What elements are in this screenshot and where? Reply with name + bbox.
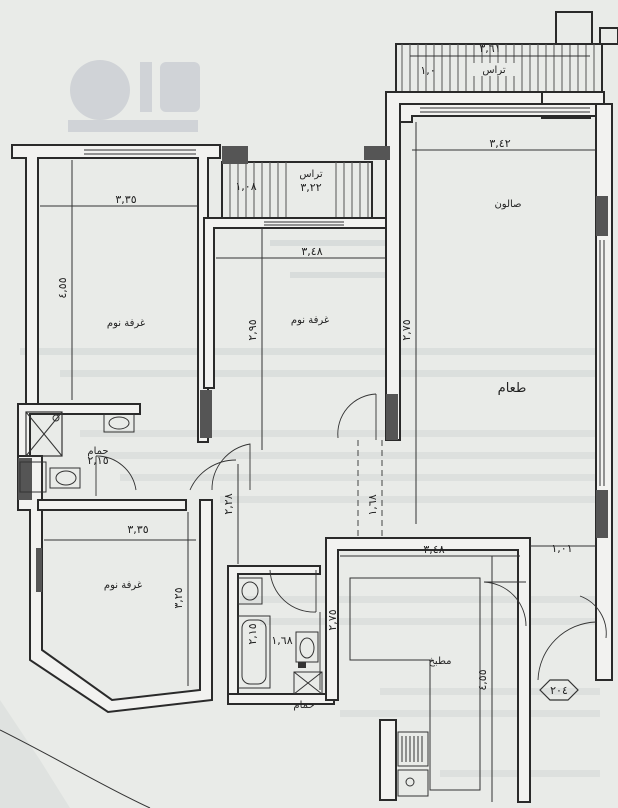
- bath-1-label: حمام: [87, 446, 108, 457]
- bath-2-size: ٢,١٥: [246, 623, 259, 644]
- bedroom-3-depth: ٣,٢٥: [172, 587, 185, 608]
- kitchen-depth: ٤,٥٥: [476, 669, 489, 690]
- corridor-right-dimension: ١,٦٨: [366, 494, 379, 515]
- bath-1-size: ٢,١٥: [87, 454, 108, 467]
- salon-width: ٣,٤٢: [489, 137, 510, 150]
- doors: [95, 393, 607, 690]
- watermark-logo: [68, 60, 200, 132]
- kitchen-label: مطبخ: [428, 656, 451, 667]
- bedroom-3-width: ٣,٣٥: [127, 523, 148, 536]
- columns: [18, 146, 608, 592]
- middle-terrace: تراس ٣,٢٢ ١,٠٨: [221, 161, 373, 221]
- paper-shadow: [0, 700, 70, 808]
- kitchen-fixtures: [397, 731, 429, 797]
- unit-badge-text: ٢٠٤: [550, 684, 568, 697]
- kitchen-lower-wall: [379, 719, 397, 801]
- top-terrace-label: تراس: [482, 65, 506, 76]
- bedroom-2-label: غرفة نوم: [291, 315, 329, 326]
- middle-terrace-width: ٣,٢٢: [300, 181, 321, 194]
- bedroom-1-label: غرفة نوم: [107, 318, 145, 329]
- bath-2-label: حمام: [293, 700, 314, 711]
- bath-2-shaft: [293, 671, 323, 695]
- salon-label: صالون: [494, 199, 521, 210]
- kitchen-walls: [325, 537, 531, 803]
- bathtub-icon: [237, 615, 271, 689]
- bath-2-bottom-wall: [227, 693, 335, 705]
- bath-1-sink-icon: [103, 413, 135, 433]
- unit-badge: ٢٠٤: [539, 679, 579, 701]
- corridor-dimension: ٢,٢٨: [222, 493, 235, 514]
- bath-2-fixtures: [237, 577, 323, 695]
- bath-2-depth: ١,٦٨: [271, 634, 292, 647]
- bedroom-2-width: ٣,٤٨: [301, 245, 322, 258]
- middle-terrace-label: تراس: [299, 169, 323, 180]
- salon-depth: ٢,٧٥: [400, 319, 413, 340]
- bath-2-toilet-icon: [295, 631, 319, 663]
- stove-icon: [397, 731, 429, 767]
- kitchen-width: ٣,٤٨: [423, 543, 444, 556]
- lower-left-curve: [0, 729, 151, 808]
- bedroom-2-depth: ٢,٩٥: [246, 319, 259, 340]
- bath-1-toilet-icon: [49, 467, 81, 489]
- kitchen-counter: [349, 577, 481, 791]
- bath-2-sink-icon: [237, 577, 263, 605]
- right-strip-dimension: ١,٠١: [551, 542, 572, 555]
- dimension-lines: [40, 122, 596, 802]
- bedroom-1-depth: ٤,٥٥: [56, 277, 69, 298]
- windows: [84, 107, 605, 486]
- bedroom-3-top-wall: [37, 499, 187, 511]
- middle-terrace-depth: ١,٠٨: [235, 180, 256, 193]
- top-terrace-width: ٣,٦١: [479, 42, 500, 55]
- bedroom-1-width: ٣,٣٥: [115, 193, 136, 206]
- dining-label: طعام: [498, 381, 527, 396]
- bedroom-3-walls: [17, 455, 213, 714]
- shower-tray: [25, 411, 63, 457]
- bath-1-fixtures: [19, 411, 135, 493]
- kitchen-side: ٢,٧٥: [326, 609, 339, 630]
- kitchen-sink-icon: [397, 769, 429, 797]
- bedroom-1-walls: [11, 144, 221, 443]
- top-terrace-depth: ١,٠: [420, 64, 435, 77]
- bedroom-3-label: غرفة نوم: [104, 580, 142, 591]
